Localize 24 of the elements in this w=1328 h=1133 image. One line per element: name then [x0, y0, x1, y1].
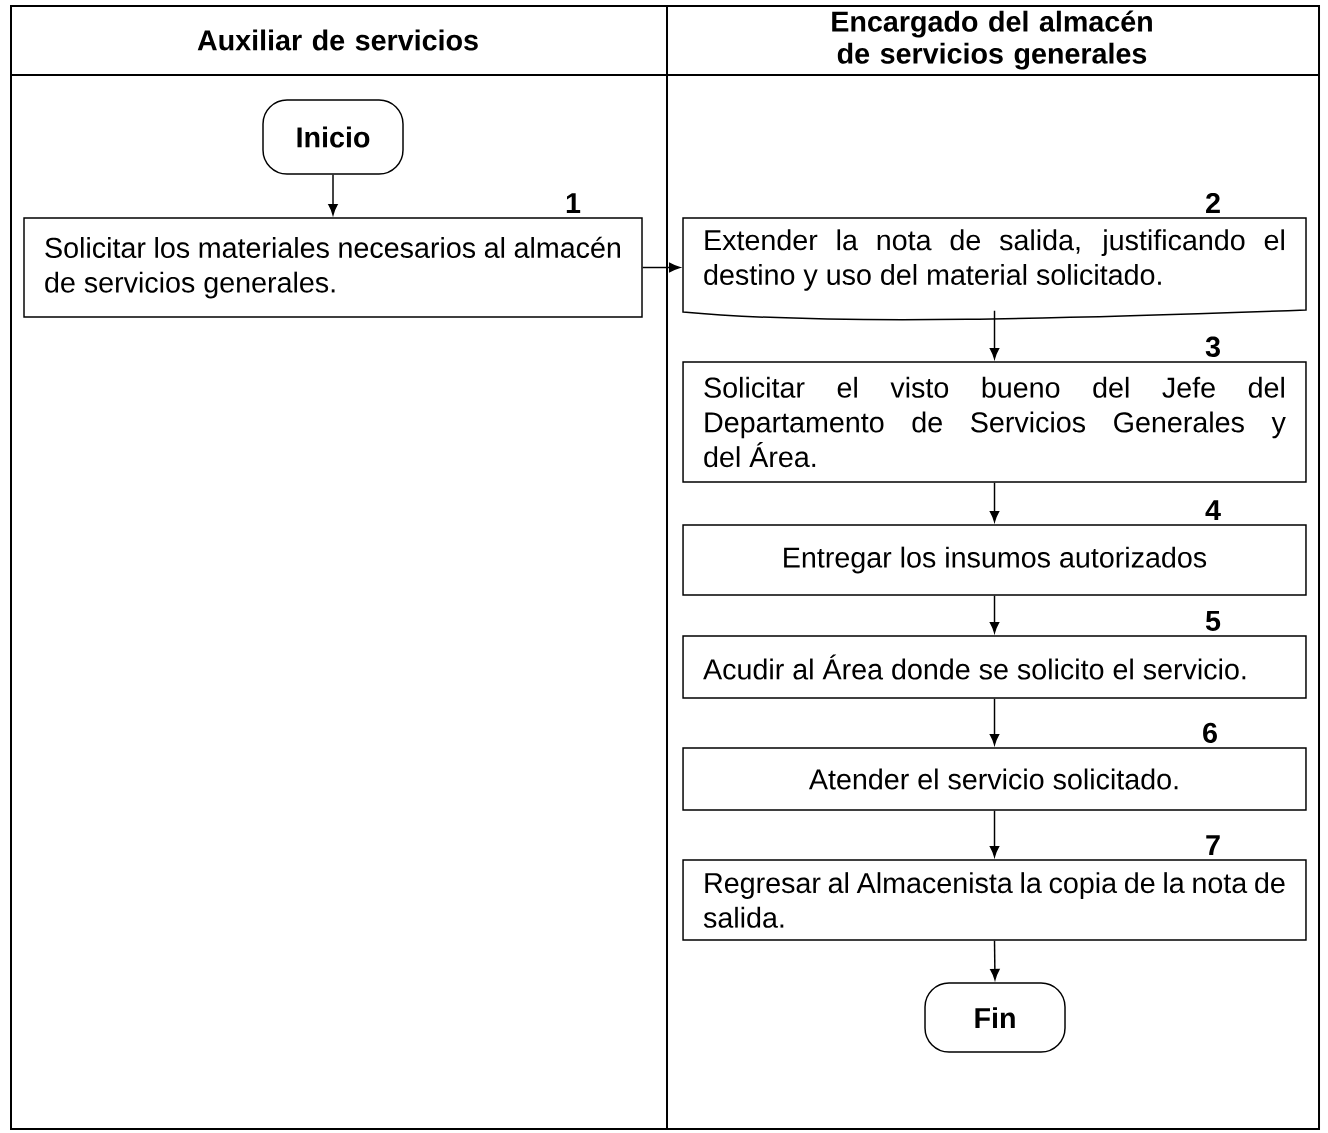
arrow — [989, 310, 1000, 360]
step-number: 1 — [566, 193, 581, 213]
step-number: 5 — [1205, 610, 1221, 631]
process-box: Acudir al Área donde se solicito el servicio. — [682, 635, 1307, 699]
process-box: Entregar los insumos autorizados — [682, 524, 1307, 596]
process-box: Solicitar el visto bueno del Jefe del Departamento de Servicios Generales y del Área. — [682, 361, 1307, 483]
step-number: 7 — [1206, 835, 1220, 855]
step-number: 3 — [1205, 336, 1220, 357]
arrow — [989, 698, 1000, 746]
arrow — [328, 174, 338, 216]
process-box: Regresar al Almacenista la copia de la nota de salida. — [682, 859, 1307, 941]
document-box: Extender la nota de salida, justificando el destino y uso del material solicitado. — [682, 217, 1307, 321]
step-number: 2 — [1206, 192, 1220, 213]
arrow — [989, 810, 1000, 858]
process-box: Solicitar los materiales necesarios al almacén de servicios generales. — [23, 217, 643, 318]
arrow — [642, 262, 681, 273]
terminal-box: Inicio — [262, 99, 404, 175]
arrow — [989, 595, 1000, 634]
arrow — [989, 482, 1000, 523]
step-number: 6 — [1203, 722, 1217, 743]
terminal-box: Fin — [924, 982, 1066, 1053]
process-box: Atender el servicio solicitado. — [682, 747, 1307, 811]
arrow — [990, 940, 1000, 981]
step-number: 4 — [1205, 500, 1221, 520]
